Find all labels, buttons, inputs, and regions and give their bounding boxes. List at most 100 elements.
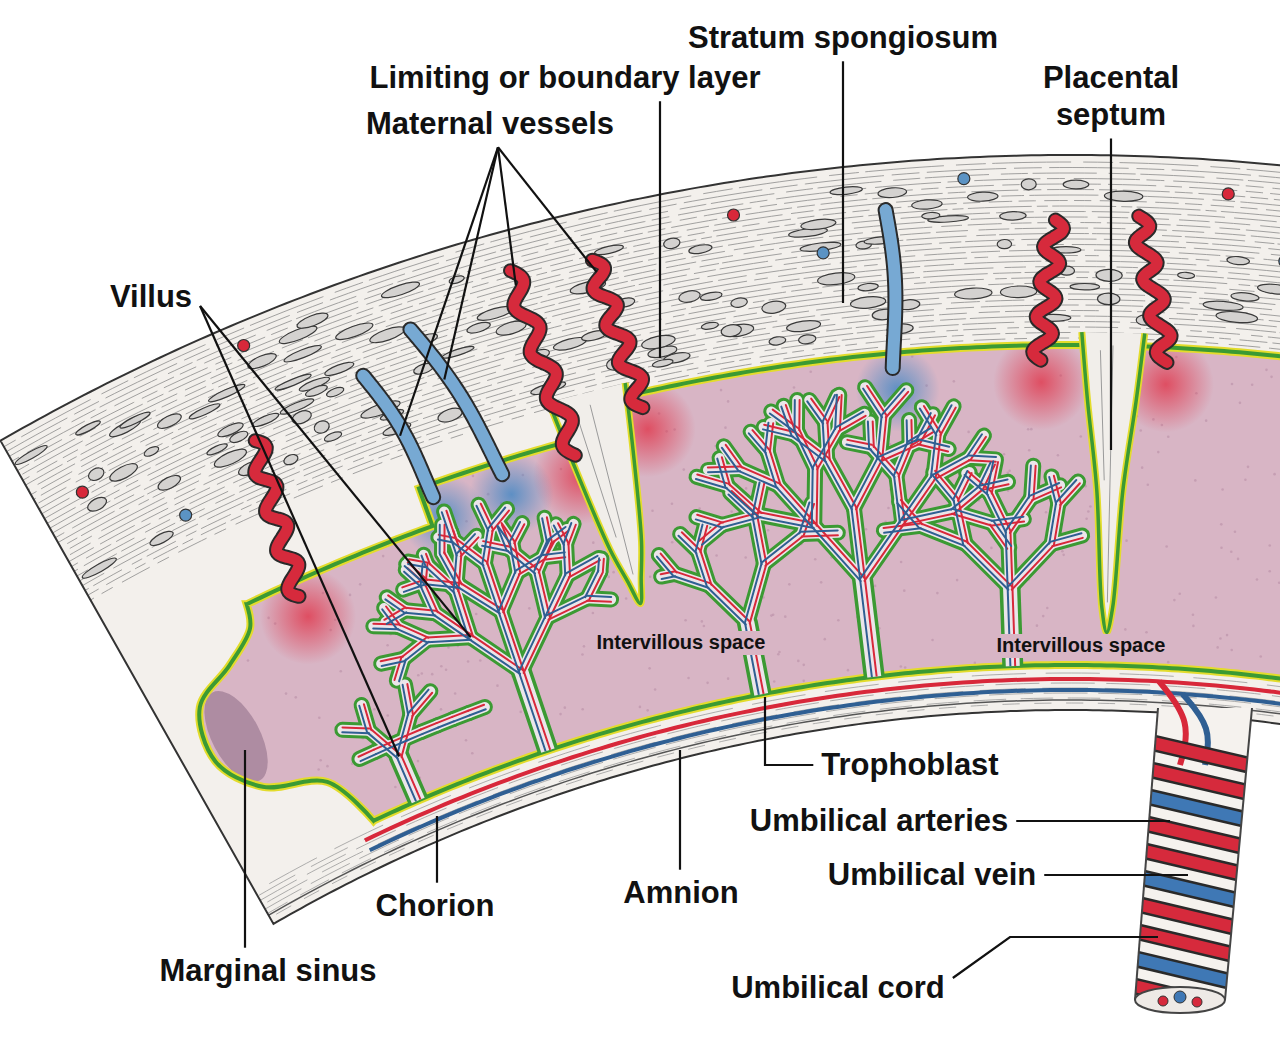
blood-stipple	[671, 503, 674, 506]
gland-space	[1203, 300, 1244, 312]
blood-stipple	[649, 576, 652, 579]
villus-artery	[935, 471, 958, 498]
villus-trophoblast	[659, 555, 675, 574]
villus-artery	[514, 524, 524, 543]
gland-space	[86, 465, 106, 483]
villus-vein	[483, 564, 499, 612]
villus-vein	[387, 612, 407, 624]
villus-vein	[405, 613, 435, 616]
gland-space	[641, 333, 677, 352]
blood-stipple	[279, 572, 282, 575]
villus-vein	[954, 500, 964, 544]
villus-core	[1008, 498, 1031, 532]
part-label: Umbilical cord	[728, 970, 948, 1007]
spiral-artery	[511, 271, 576, 455]
blood-stipple	[1008, 470, 1011, 473]
leader-line	[679, 750, 681, 870]
villus-artery	[829, 459, 856, 507]
villus-artery	[381, 657, 403, 662]
blood-stipple	[715, 554, 718, 557]
blood-stipple	[351, 808, 354, 811]
cord-vessel-outline	[1145, 796, 1248, 820]
cord-vessel-outline	[1143, 823, 1245, 847]
villus-artery	[757, 516, 766, 564]
villus-vein	[707, 587, 745, 624]
villus-vein	[696, 519, 722, 527]
blood-stipple	[1165, 545, 1168, 548]
gland-space	[283, 343, 323, 365]
gland-space	[997, 239, 1012, 249]
villus-vein	[1006, 497, 1029, 531]
blood-stipple	[612, 571, 615, 574]
leader-line	[659, 101, 661, 358]
blood-stipple	[1239, 402, 1242, 405]
villus-vein	[428, 640, 471, 643]
blood-stipple	[1219, 637, 1222, 640]
blood-stipple	[465, 739, 468, 742]
villus-core	[411, 691, 431, 714]
villus-vein	[376, 747, 392, 754]
blood-stipple	[341, 827, 344, 830]
blood-stipple	[904, 666, 907, 669]
cord-side	[1135, 708, 1158, 1000]
villus-vein	[373, 628, 398, 631]
blood-stipple	[837, 619, 840, 622]
gland-space	[325, 385, 345, 398]
villus-core	[747, 564, 764, 623]
maternal-vessels	[255, 210, 1171, 596]
villus-vein	[499, 612, 519, 673]
blood-stipple	[386, 644, 389, 647]
villus-vein	[1049, 503, 1056, 544]
vessel-section	[76, 486, 88, 498]
villus-vein	[696, 552, 707, 586]
gland-space	[786, 319, 821, 334]
blood-stipple	[559, 713, 562, 716]
villus-artery	[886, 392, 908, 418]
cord-vein	[1132, 958, 1232, 982]
blood-stipple	[1215, 596, 1218, 599]
blood-stipple	[285, 692, 288, 695]
villus-vein	[507, 551, 535, 574]
villus-vein	[543, 552, 565, 555]
cord-vessel-outline	[1147, 769, 1250, 793]
maternal-vein	[410, 329, 502, 474]
villi	[342, 386, 1082, 808]
blood-stipple	[1003, 453, 1006, 456]
villus-artery	[443, 525, 445, 554]
villus-artery	[388, 595, 406, 608]
villus-trophoblast	[938, 406, 953, 434]
villus-vein	[548, 527, 566, 540]
part-label: Intervillous space	[994, 634, 1169, 658]
blood-stipple	[809, 370, 812, 373]
villus-vein	[894, 476, 900, 523]
gland-space	[312, 419, 331, 436]
cord-side	[1225, 708, 1252, 1000]
gland-space	[688, 243, 712, 255]
villus-vein	[499, 571, 516, 610]
villus-vein	[835, 395, 837, 429]
blood-stipple	[1226, 634, 1229, 637]
villus-trophoblast	[1008, 498, 1031, 532]
villus-artery	[1012, 546, 1054, 590]
blood-stipple	[359, 583, 362, 586]
villus-vein	[802, 530, 838, 531]
villus-vein	[776, 487, 812, 527]
gland-space	[798, 334, 816, 345]
gland-space	[850, 295, 886, 310]
villus-vein	[469, 639, 520, 674]
blood-stipple	[240, 574, 243, 577]
blood-stipple	[1195, 341, 1198, 344]
blood-stipple	[1220, 523, 1223, 526]
villus-vein	[564, 544, 566, 575]
gland-space	[1021, 179, 1036, 190]
villus-vein	[678, 536, 696, 553]
blood-stipple	[625, 597, 628, 600]
villus-vein	[812, 527, 860, 581]
blood-stipple	[345, 819, 348, 822]
spiral-artery	[592, 260, 642, 407]
blood-stipple	[1192, 625, 1195, 628]
blood-stipple	[767, 529, 770, 532]
villus-vein	[852, 508, 861, 579]
cord-end	[1135, 987, 1225, 1013]
blood-stipple	[592, 612, 595, 615]
